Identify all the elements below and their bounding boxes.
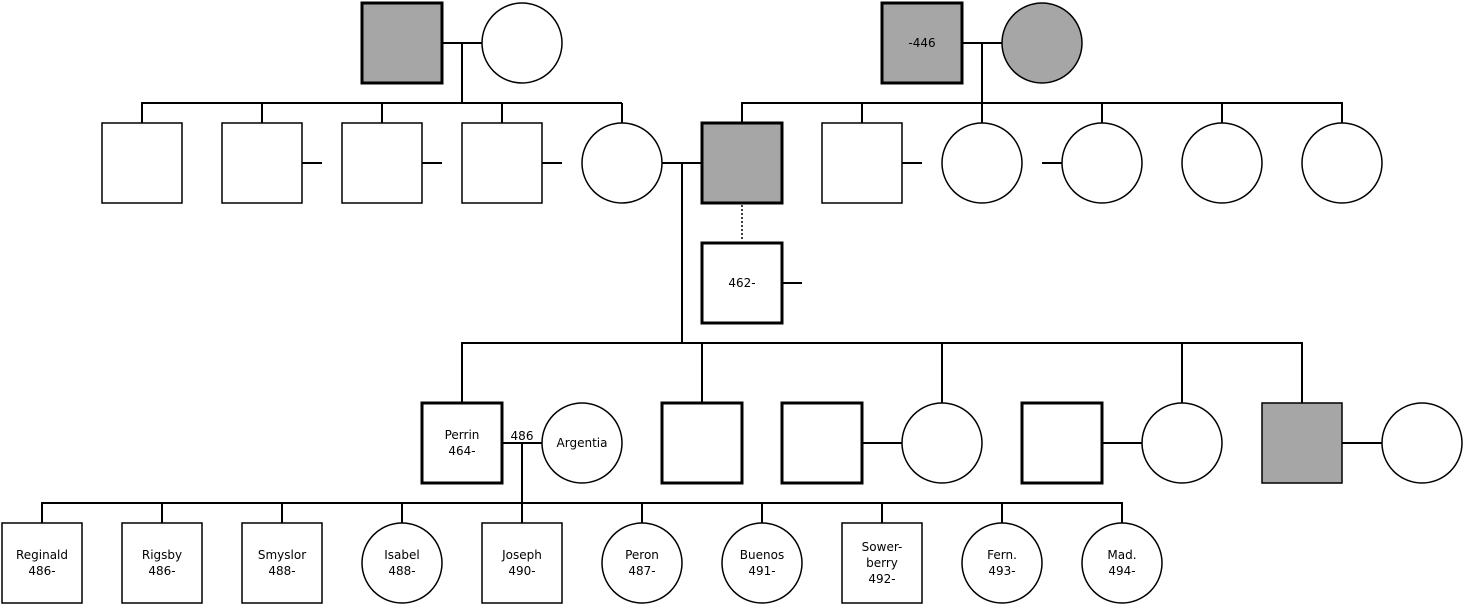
smyslor-name: Smyslor	[258, 548, 306, 562]
gen2-sib-male	[341, 122, 423, 204]
gen3-spouse-female	[1381, 402, 1463, 484]
gen1-right-male	[880, 1, 964, 85]
gen3-son-affected	[1261, 402, 1343, 484]
gen2-sib-male	[101, 122, 183, 204]
gen3-daughter	[901, 402, 983, 484]
buenos-code: 491-	[748, 564, 775, 578]
gen2: 462-	[101, 121, 1383, 325]
smyslor-node	[241, 522, 323, 604]
peron-node	[601, 522, 683, 604]
gen1-left-male	[360, 1, 444, 85]
pedigree-lines	[41, 42, 1382, 523]
sowerberry-name: Sower-	[862, 540, 903, 554]
argentia-name: Argentia	[557, 436, 608, 450]
perrin-code: 464-	[448, 444, 475, 458]
gen1-left-female	[481, 2, 563, 84]
rigsby-node	[121, 522, 203, 604]
gen3: Perrin 464- 486 Argentia	[420, 401, 1463, 485]
isabel-node	[361, 522, 443, 604]
gen2-sib-male	[461, 122, 543, 204]
illegitimate-child	[700, 241, 784, 325]
mad-name: Mad.	[1107, 548, 1136, 562]
gen1-right-male-label: -446	[908, 36, 935, 50]
gen3-son	[780, 401, 864, 485]
joseph-name: Joseph	[501, 548, 542, 562]
gen2-sib-female	[941, 122, 1023, 204]
illegitimate-child-label: 462-	[728, 276, 755, 290]
reginald-name: Reginald	[16, 548, 68, 562]
gen2-sib-male	[221, 122, 303, 204]
isabel-code: 488-	[388, 564, 415, 578]
rigsby-code: 486-	[148, 564, 175, 578]
gen2-sib-female	[1181, 122, 1263, 204]
rigsby-name: Rigsby	[142, 548, 182, 562]
marriage-label: 486	[511, 429, 534, 443]
gen3-spouse-male	[1020, 401, 1104, 485]
gen1: -446	[360, 1, 1083, 85]
reginald-code: 486-	[28, 564, 55, 578]
peron-name: Peron	[625, 548, 659, 562]
gen2-sib-female	[1061, 122, 1143, 204]
reginald-node	[1, 522, 83, 604]
mad-node	[1081, 522, 1163, 604]
mad-code: 494-	[1108, 564, 1135, 578]
sowerberry-name-2: berry	[866, 556, 898, 570]
isabel-name: Isabel	[384, 548, 419, 562]
argentia-node	[541, 402, 623, 484]
fern-code: 493-	[988, 564, 1015, 578]
buenos-name: Buenos	[740, 548, 784, 562]
gen2-sib-female	[1301, 122, 1383, 204]
gen2-father	[700, 121, 784, 205]
fern-name: Fern.	[987, 548, 1017, 562]
fern-node	[961, 522, 1043, 604]
gen2-sib-male	[821, 122, 903, 204]
joseph-node	[481, 522, 563, 604]
gen3-son	[660, 401, 744, 485]
gen2-mother	[581, 122, 663, 204]
buenos-node	[721, 522, 803, 604]
joseph-code: 490-	[508, 564, 535, 578]
perrin-node	[420, 401, 504, 485]
peron-code: 487-	[628, 564, 655, 578]
gen1-right-female	[1001, 2, 1083, 84]
smyslor-code: 488-	[268, 564, 295, 578]
gen4: Reginald 486- Rigsby 486- Smyslor 488- I…	[1, 522, 1163, 604]
sowerberry-code: 492-	[868, 572, 895, 586]
sowerberry-node	[841, 522, 923, 604]
gen3-daughter	[1141, 402, 1223, 484]
perrin-name: Perrin	[445, 428, 480, 442]
